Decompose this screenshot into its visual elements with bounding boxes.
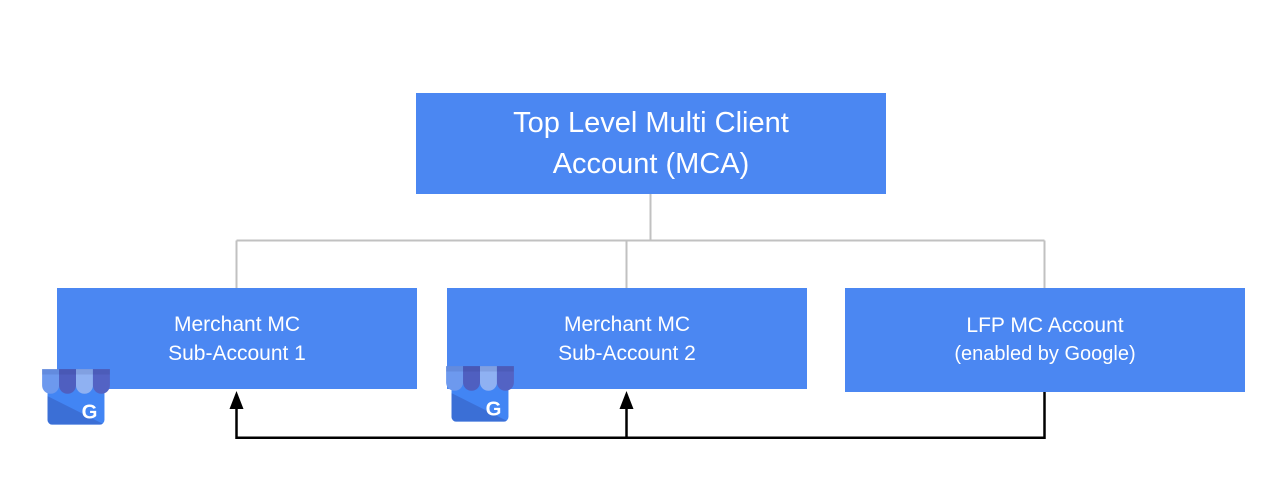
awning-stripe-2 (59, 369, 76, 394)
arrowhead-to-sub-account-1 (229, 391, 244, 409)
node-merchant-sub-account-1-line1: Merchant MC (173, 312, 301, 336)
google-my-business-icon: G (446, 366, 514, 422)
tree-connector-lines (235, 194, 1046, 288)
node-merchant-sub-account-1: Merchant MC Sub-Account 1 (57, 288, 417, 389)
awning-top-band (42, 369, 110, 375)
lfp-flow-line (235, 392, 1046, 439)
node-merchant-sub-account-2-line2: Sub-Account 2 (558, 341, 696, 365)
google-g-letter: G (82, 402, 98, 424)
node-merchant-sub-account-1-line2: Sub-Account 1 (168, 341, 306, 365)
awning-stripe-3 (480, 366, 497, 391)
awning-stripe-1 (42, 369, 60, 394)
node-lfp-mc-account: LFP MC Account (enabled by Google) (845, 288, 1245, 392)
awning-stripe-4 (496, 366, 514, 391)
google-my-business-icon: G (42, 369, 110, 425)
awning-top-band (446, 366, 514, 372)
awning-stripe-1 (446, 366, 464, 391)
awning-stripe-3 (76, 369, 93, 394)
node-lfp-mc-account-line1: LFP MC Account (966, 314, 1124, 337)
node-top-level-mca: Top Level Multi Client Account (MCA) (416, 93, 886, 194)
arrowhead-to-sub-account-2 (619, 391, 634, 409)
node-top-level-mca-line2: Account (MCA) (552, 147, 750, 180)
node-top-level-mca-line1: Top Level Multi Client (513, 106, 789, 139)
node-lfp-mc-account-line2: (enabled by Google) (954, 343, 1136, 365)
awning-stripe-4 (92, 369, 110, 394)
awning-stripe-2 (463, 366, 480, 391)
node-merchant-sub-account-2-line1: Merchant MC (563, 312, 691, 336)
google-g-letter: G (486, 399, 502, 421)
